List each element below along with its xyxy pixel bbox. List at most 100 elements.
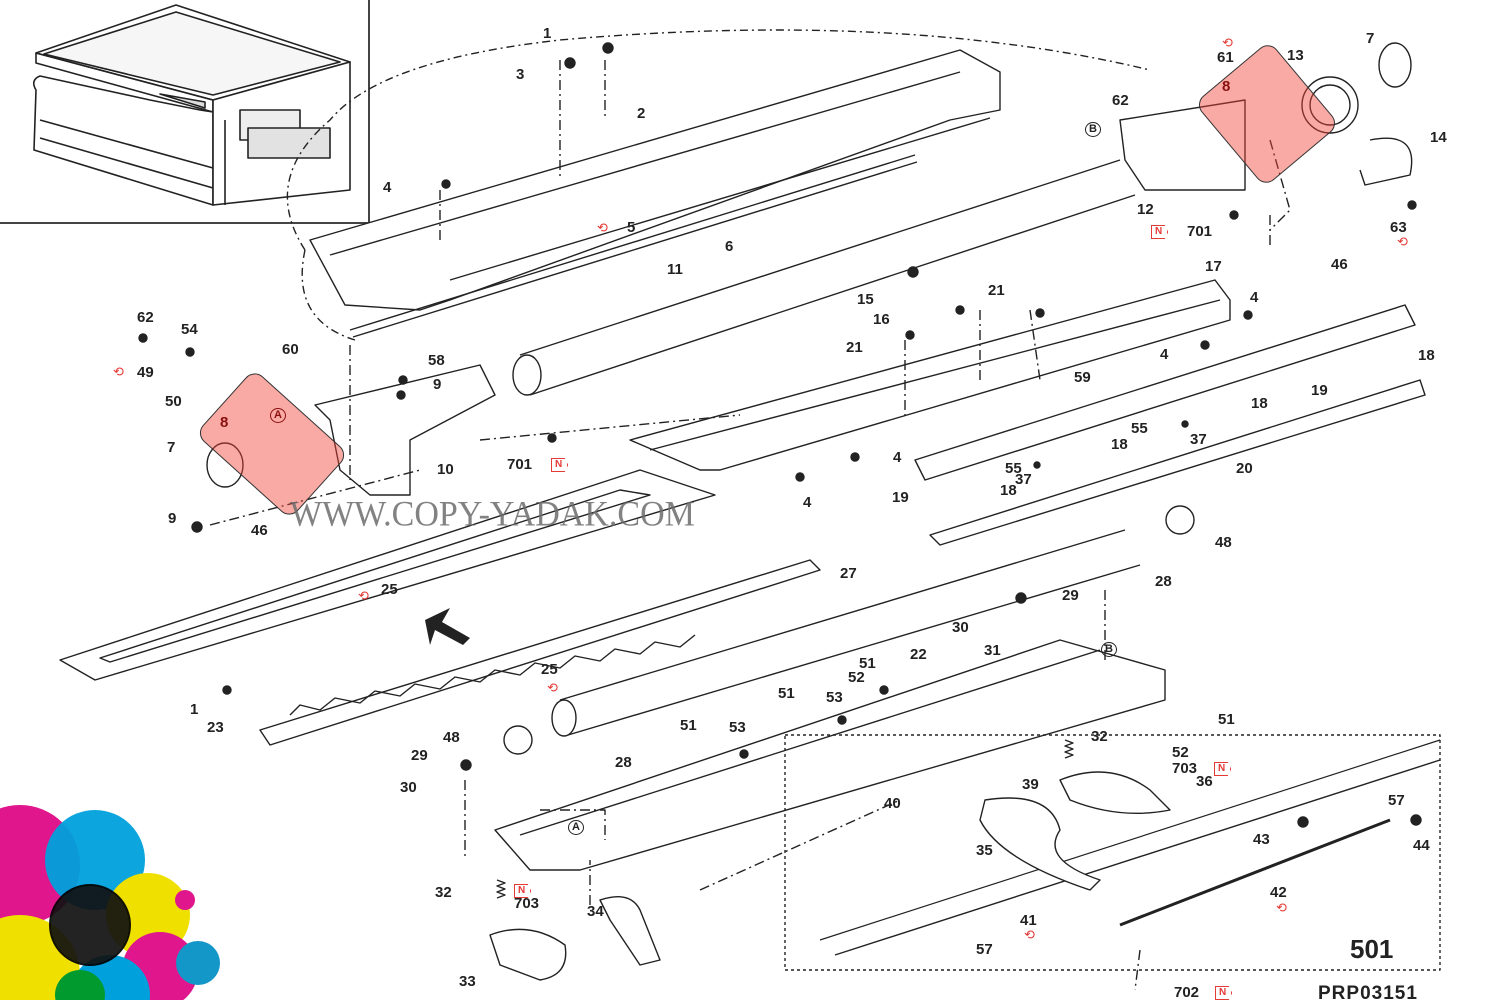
callout-21: 21 bbox=[988, 282, 1005, 299]
callout-37: 37 bbox=[1015, 471, 1032, 488]
callout-14: 14 bbox=[1430, 129, 1447, 146]
callout-55: 55 bbox=[1005, 460, 1022, 477]
callout-48: 48 bbox=[443, 729, 460, 746]
recycle-icon: ⟲ bbox=[1024, 928, 1035, 943]
callout-701: 701 bbox=[507, 456, 533, 473]
callout-25: 25 bbox=[381, 581, 398, 598]
callout-48: 48 bbox=[1215, 534, 1232, 551]
callout-35: 35 bbox=[976, 842, 993, 859]
recycle-icon: ⟲ bbox=[1222, 36, 1233, 51]
callout-62: 62 bbox=[1112, 92, 1129, 109]
logo-circle-black bbox=[49, 884, 131, 966]
callout-9: 9 bbox=[168, 510, 177, 527]
callout-3: 3 bbox=[516, 66, 525, 83]
callout-52: 52 bbox=[848, 669, 865, 686]
frame-lower bbox=[494, 639, 1166, 871]
callout-22: 22 bbox=[910, 646, 927, 663]
figure-number: 501 bbox=[1350, 934, 1394, 964]
frame-left bbox=[314, 364, 496, 496]
callout-60: 60 bbox=[282, 341, 299, 358]
callout-31: 31 bbox=[984, 642, 1001, 659]
callout-53: 53 bbox=[826, 689, 843, 706]
logo-circle-cyan-small bbox=[176, 941, 220, 985]
callout-8: 8 bbox=[220, 414, 229, 431]
callout-702: 702 bbox=[1174, 984, 1200, 1001]
callout-18: 18 bbox=[1111, 436, 1128, 453]
callout-10: 10 bbox=[437, 461, 454, 478]
callout-44: 44 bbox=[1413, 837, 1430, 854]
callout-5: 5 bbox=[627, 219, 636, 236]
callout-18: 18 bbox=[1418, 347, 1435, 364]
watermark-text: WWW.COPY-YADAK.COM bbox=[290, 495, 695, 534]
callout-40: 40 bbox=[884, 795, 901, 812]
callout-46: 46 bbox=[251, 522, 268, 539]
callout-32: 32 bbox=[1091, 728, 1108, 745]
callout-21: 21 bbox=[846, 339, 863, 356]
recycle-icon: ⟲ bbox=[358, 589, 369, 604]
callout-39: 39 bbox=[1022, 776, 1039, 793]
new-part-tag: N bbox=[1215, 986, 1233, 1000]
callout-46: 46 bbox=[1331, 256, 1348, 273]
callout-12: 12 bbox=[1137, 201, 1154, 218]
callout-57: 57 bbox=[976, 941, 993, 958]
figure-code: PRP03151 bbox=[1318, 983, 1418, 1004]
callout-32: 32 bbox=[435, 884, 452, 901]
reference-marker-a: A bbox=[270, 408, 286, 423]
callout-19: 19 bbox=[1311, 382, 1328, 399]
callout-62: 62 bbox=[137, 309, 154, 326]
callout-4: 4 bbox=[383, 179, 392, 196]
pressure-roller bbox=[559, 529, 1141, 736]
callout-33: 33 bbox=[459, 973, 476, 990]
callout-7: 7 bbox=[1366, 30, 1375, 47]
inset-frame bbox=[0, 0, 370, 224]
callout-54: 54 bbox=[181, 321, 198, 338]
callout-41: 41 bbox=[1020, 912, 1037, 929]
callout-8: 8 bbox=[1222, 78, 1231, 95]
callout-25: 25 bbox=[541, 661, 558, 678]
new-part-tag: N bbox=[1214, 762, 1232, 776]
callout-49: 49 bbox=[137, 364, 154, 381]
reference-marker-b: B bbox=[1085, 122, 1101, 137]
callout-20: 20 bbox=[1236, 460, 1253, 477]
callout-6: 6 bbox=[725, 238, 734, 255]
callout-16: 16 bbox=[873, 311, 890, 328]
callout-63: 63 bbox=[1390, 219, 1407, 236]
logo-circle-green bbox=[55, 970, 105, 1000]
callout-57: 57 bbox=[1388, 792, 1405, 809]
guide-plate bbox=[914, 304, 1416, 481]
frame-upper bbox=[629, 279, 1231, 471]
upper-cover bbox=[309, 49, 1001, 311]
callout-58: 58 bbox=[428, 352, 445, 369]
callout-703: 703 bbox=[1172, 760, 1198, 777]
callout-1: 1 bbox=[190, 701, 199, 718]
callout-19: 19 bbox=[892, 489, 909, 506]
reference-marker-b: B bbox=[1101, 642, 1117, 657]
recycle-icon: ⟲ bbox=[1276, 901, 1287, 916]
callout-53: 53 bbox=[729, 719, 746, 736]
callout-52: 52 bbox=[1172, 744, 1189, 761]
callout-18: 18 bbox=[1000, 482, 1017, 499]
recycle-icon: ⟲ bbox=[113, 365, 124, 380]
new-part-tag: N bbox=[514, 884, 532, 898]
callout-51: 51 bbox=[778, 685, 795, 702]
callout-11: 11 bbox=[667, 261, 683, 278]
callout-28: 28 bbox=[615, 754, 632, 771]
callout-51: 51 bbox=[680, 717, 697, 734]
callout-42: 42 bbox=[1270, 884, 1287, 901]
callout-23: 23 bbox=[207, 719, 224, 736]
callout-701: 701 bbox=[1187, 223, 1213, 240]
copier-overview-illustration bbox=[32, 4, 351, 206]
logo-circle-red-dot bbox=[175, 890, 195, 910]
callout-51: 51 bbox=[859, 655, 876, 672]
new-part-tag: N bbox=[551, 458, 569, 472]
callout-36: 36 bbox=[1196, 773, 1213, 790]
callout-4: 4 bbox=[1160, 346, 1169, 363]
callout-29: 29 bbox=[1062, 587, 1079, 604]
callout-34: 34 bbox=[587, 903, 604, 920]
recycle-icon: ⟲ bbox=[597, 221, 608, 236]
callout-17: 17 bbox=[1205, 258, 1222, 275]
callout-9: 9 bbox=[433, 376, 442, 393]
cmyk-logo bbox=[0, 805, 220, 1000]
callout-4: 4 bbox=[893, 449, 902, 466]
